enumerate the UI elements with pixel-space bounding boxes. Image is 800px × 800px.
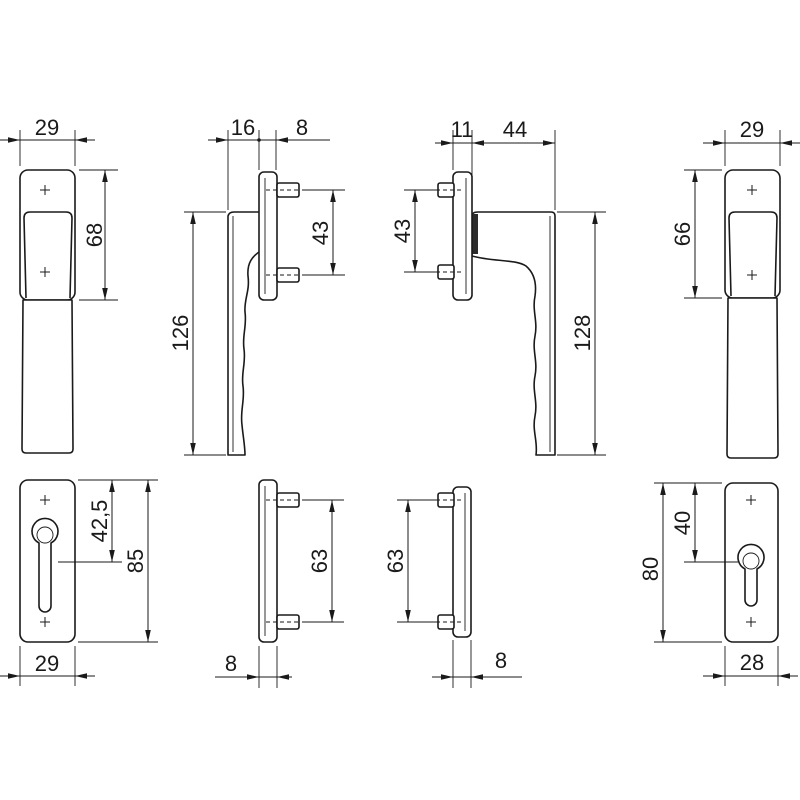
dimension-depth: 11 44	[435, 117, 556, 210]
handle-lever	[726, 297, 779, 459]
dimension-label: 44	[503, 117, 527, 142]
handle-rose-side	[258, 171, 278, 301]
dimension-plate-thickness: 8	[215, 646, 292, 688]
front-view-handle-right	[724, 169, 781, 459]
screw-cross-icon	[746, 617, 756, 627]
front-view-handle-left	[19, 169, 76, 454]
dimension-total-height: 128	[557, 211, 606, 456]
dimension-label: 42,5	[87, 500, 112, 543]
dimension-height: 68	[79, 169, 118, 301]
dimension-label: 68	[82, 223, 107, 247]
dimension-label: 28	[740, 650, 764, 675]
dimension-label: 66	[670, 222, 695, 246]
dimension-label: 63	[307, 549, 332, 573]
dimension-depth: 16 8	[208, 115, 330, 210]
dimension-height: 85	[78, 480, 158, 643]
handle-lever-profile	[471, 211, 556, 456]
screw-cross-icon	[40, 267, 50, 277]
dimension-label: 8	[296, 115, 308, 140]
dimension-label: 43	[390, 219, 415, 243]
dimension-label: 43	[308, 221, 333, 245]
dimension-label: 29	[740, 117, 764, 142]
dimension-width: 28	[703, 646, 798, 686]
handle-lever-neck	[728, 211, 778, 297]
keyhole-icon	[31, 517, 59, 613]
dimension-label: 8	[495, 648, 507, 673]
dimension-label: 85	[123, 549, 148, 573]
screw-cross-icon	[40, 185, 50, 195]
dimension-width: 29	[0, 646, 95, 686]
screw-cross-icon	[747, 270, 757, 280]
screw-cross-icon	[40, 495, 50, 505]
handle-rose	[724, 482, 779, 643]
handle-rose-side	[258, 479, 278, 643]
dimension-label: 63	[383, 549, 408, 573]
side-view-handle-left	[227, 171, 300, 456]
dimension-label: 11	[451, 117, 474, 142]
screw-cross-icon	[746, 495, 756, 505]
dimension-height: 66	[670, 169, 722, 299]
dimension-label: 16	[231, 115, 255, 140]
dimension-total-height: 126	[168, 211, 226, 456]
dimension-height: 80	[638, 482, 722, 643]
screw-cross-icon	[747, 185, 757, 195]
dimension-width: 29	[0, 115, 95, 166]
dimension-pin-spacing: 63	[383, 499, 436, 623]
side-view-rose-right	[436, 486, 472, 638]
handle-base	[472, 214, 478, 254]
dimension-pin-spacing: 43	[390, 189, 436, 273]
dimension-label: 40	[670, 511, 695, 535]
dimension-plate-thickness: 8	[432, 640, 522, 688]
handle-rose-side	[452, 486, 472, 638]
keyhole-icon	[737, 543, 765, 607]
handle-rose	[19, 479, 76, 643]
dimension-label: 29	[35, 651, 59, 676]
dimension-label: 8	[225, 651, 237, 676]
side-view-handle-right	[436, 171, 556, 456]
dimension-label: 128	[570, 315, 595, 352]
handle-lever-neck	[23, 211, 73, 299]
dimension-label: 80	[638, 557, 663, 581]
handle-rose-side	[452, 171, 473, 301]
dimension-keyhole-offset: 42,5	[58, 479, 158, 563]
side-view-rose-left	[258, 479, 300, 643]
dimension-pin-spacing: 63	[302, 499, 344, 623]
front-view-rose-keyhole-left	[19, 479, 76, 643]
handle-lever	[21, 299, 74, 454]
screw-cross-icon	[40, 617, 50, 627]
front-view-rose-keyhole-right	[724, 482, 779, 643]
dimension-keyhole-offset: 40	[670, 483, 738, 563]
dimension-pin-spacing: 43	[302, 189, 345, 276]
dimension-label: 29	[35, 115, 59, 140]
dimension-width: 29	[703, 117, 800, 166]
dimension-label: 126	[168, 315, 193, 352]
